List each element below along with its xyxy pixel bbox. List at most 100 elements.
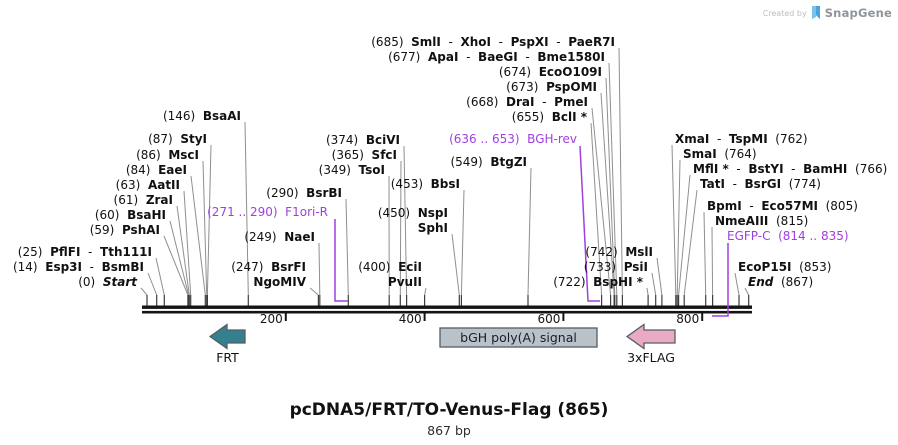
primer-leader-bgh-rev — [579, 145, 600, 302]
enzyme-label-bbsi[interactable]: (453) BbsI — [390, 177, 460, 191]
leader-line — [703, 211, 707, 296]
enzyme-label-smai[interactable]: SmaI (764) — [683, 147, 757, 161]
enzyme-label-aatii[interactable]: (63) AatII — [115, 178, 180, 192]
leader-line — [140, 287, 148, 296]
enzyme-label-btgzi[interactable]: (549) BtgZI — [450, 155, 527, 169]
snapgene-logo-icon — [811, 6, 820, 19]
leader-line — [451, 233, 460, 296]
enzyme-label-tsoi[interactable]: (349) TsoI — [318, 163, 385, 177]
leader-line — [460, 189, 465, 296]
leader-line — [711, 226, 714, 296]
enzyme-label-msci[interactable]: (86) MscI — [136, 148, 199, 162]
backbone-line-bottom — [142, 310, 752, 314]
enzyme-label-tati[interactable]: TatI - BsrGI (774) — [700, 177, 821, 191]
leader-line — [734, 272, 740, 296]
enzyme-label-bsahi[interactable]: (60) BsaHI — [94, 208, 166, 222]
enzyme-label-bsrbi[interactable]: (290) BsrBI — [266, 186, 342, 200]
enzyme-label-bpmi[interactable]: BpmI - Eco57MI (805) — [707, 199, 858, 213]
enzyme-label-nmeaiii[interactable]: NmeAIII (815) — [715, 214, 809, 228]
brand-text: SnapGene — [824, 6, 892, 20]
snapgene-credit: Created by SnapGene — [763, 6, 892, 20]
enzyme-label-esp3i[interactable]: (14) Esp3I - BsmBI — [12, 260, 144, 274]
leader-line — [656, 257, 663, 296]
plasmid-title: pcDNA5/FRT/TO-Venus-Flag (865) — [289, 400, 609, 420]
leader-line — [318, 242, 321, 296]
enzyme-label-ecop15i[interactable]: EcoP15I (853) — [738, 260, 832, 274]
ruler-number: 800 — [676, 312, 700, 326]
feature-arrow-frt[interactable] — [208, 323, 246, 350]
ruler-number: 400 — [398, 312, 422, 326]
leader-line — [651, 272, 657, 296]
leader-line — [176, 205, 190, 296]
enzyme-label-mfli[interactable]: MflI * - BstYI - BamHI (766) — [693, 162, 888, 176]
leader-line — [744, 287, 750, 296]
enzyme-label-smli[interactable]: (685) SmlI - XhoI - PspXI - PaeR7I — [371, 35, 615, 49]
leader-line — [403, 145, 408, 296]
feature-arrow-3xflag[interactable] — [625, 323, 676, 350]
enzyme-label-msli[interactable]: (742) MslI — [585, 245, 653, 259]
leader-line — [605, 77, 616, 296]
primer-label-bgh-rev[interactable]: (636 .. 653) BGH-rev — [449, 132, 577, 146]
enzyme-label-start[interactable]: (0) Start — [78, 275, 137, 289]
leader-line — [190, 175, 206, 296]
enzyme-label-pspomi[interactable]: (673) PspOMI — [506, 80, 597, 94]
ruler-number: 200 — [259, 312, 283, 326]
leader-line — [202, 160, 208, 296]
leader-line — [646, 287, 649, 296]
plasmid-length: 867 bp — [427, 423, 471, 438]
leader-line — [678, 174, 691, 296]
leader-line — [618, 47, 623, 296]
enzyme-label-psii[interactable]: (733) PsiI — [583, 260, 648, 274]
enzyme-label-drai[interactable]: (668) DraI - PmeI — [466, 95, 588, 109]
leader-line — [244, 121, 249, 296]
leader-line — [399, 160, 402, 296]
enzyme-label-styi[interactable]: (87) StyI — [148, 132, 207, 146]
enzyme-label-bcli[interactable]: (655) BclI * — [511, 110, 587, 124]
primer-leader-f1ori-r — [334, 219, 348, 302]
enzyme-label-xmai[interactable]: XmaI - TspMI (762) — [675, 132, 808, 146]
enzyme-label-bsphi[interactable]: (722) BspHI * — [553, 275, 643, 289]
primer-label-egfp-c[interactable]: EGFP-C (814 .. 835) — [727, 229, 849, 243]
enzyme-label-end[interactable]: End (867) — [748, 275, 814, 289]
leader-line — [206, 144, 212, 296]
leader-line — [590, 122, 603, 296]
leader-line — [671, 144, 677, 296]
enzyme-label-eaei[interactable]: (84) EaeI — [125, 163, 187, 177]
leader-line — [591, 107, 612, 296]
enzyme-label-bcivi[interactable]: (374) BciVI — [325, 133, 400, 147]
leader-line — [608, 62, 618, 296]
primer-label-f1ori-r[interactable]: (271 .. 290) F1ori-R — [207, 205, 328, 219]
feature-box-bgh-polya[interactable] — [439, 327, 598, 348]
enzyme-label-apai[interactable]: (677) ApaI - BaeGI - Bme1580I — [388, 50, 605, 64]
leader-line — [424, 287, 427, 296]
leader-line — [676, 159, 681, 296]
leader-line — [163, 235, 189, 296]
leader-line — [683, 189, 698, 296]
enzyme-label-pshai[interactable]: (59) PshAI — [89, 223, 160, 237]
feature-label-3xflag: 3xFLAG — [627, 350, 675, 365]
leader-line — [155, 257, 165, 296]
enzyme-label-ecoo109i[interactable]: (674) EcoO109I — [498, 65, 602, 79]
enzyme-label-pflfi[interactable]: (25) PflFI - Tth111I — [17, 245, 152, 259]
leader-line — [183, 190, 192, 296]
leader-line — [345, 198, 349, 296]
backbone-line-top — [142, 305, 752, 309]
enzyme-label-bsaai[interactable]: (146) BsaAI — [162, 109, 241, 123]
leader-line — [147, 272, 158, 296]
feature-label-frt: FRT — [216, 350, 239, 365]
ruler-number: 600 — [537, 312, 561, 326]
leader-line — [309, 287, 319, 296]
leader-line — [169, 220, 190, 296]
credit-text: Created by — [762, 8, 807, 18]
enzyme-label-naei[interactable]: (249) NaeI — [244, 230, 315, 244]
feature-label-bgh-polya: bGH poly(A) signal — [460, 330, 577, 345]
enzyme-label-zrai[interactable]: (61) ZraI — [113, 193, 173, 207]
leader-line — [527, 167, 532, 296]
enzyme-label-sfci[interactable]: (365) SfcI — [331, 148, 397, 162]
